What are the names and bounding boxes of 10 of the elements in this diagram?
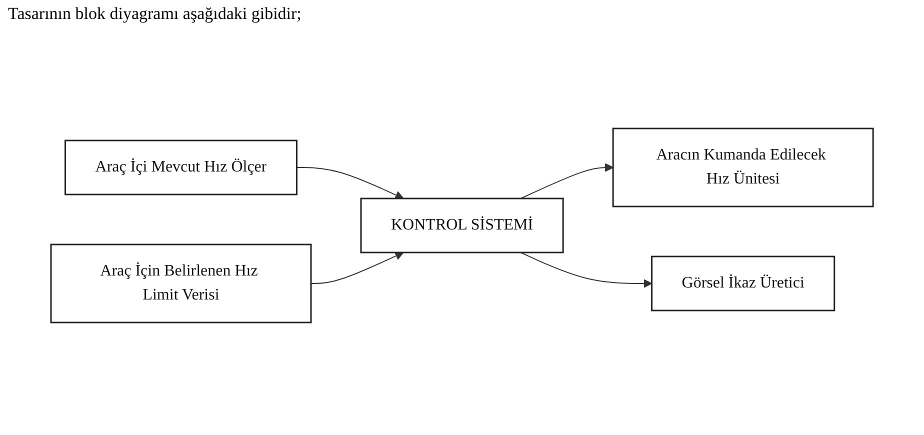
node-box: Aracın Kumanda Edilecek Hız Ünitesi — [612, 128, 874, 208]
node-box: Araç İçi Mevcut Hız Ölçer — [64, 140, 298, 196]
node-box: Görsel İkaz Üretici — [650, 256, 836, 312]
heading: Tasarının blok diyagramı aşağıdaki gibidir; — [7, 3, 302, 25]
arrow — [520, 252, 652, 288]
node-box: Araç İçin Belirlenen Hız Limit Verisi — [50, 244, 312, 324]
arrow — [310, 252, 404, 284]
arrow — [296, 167, 404, 200]
arrow — [520, 163, 614, 199]
node-box: KONTROL SİSTEMİ — [360, 198, 564, 254]
